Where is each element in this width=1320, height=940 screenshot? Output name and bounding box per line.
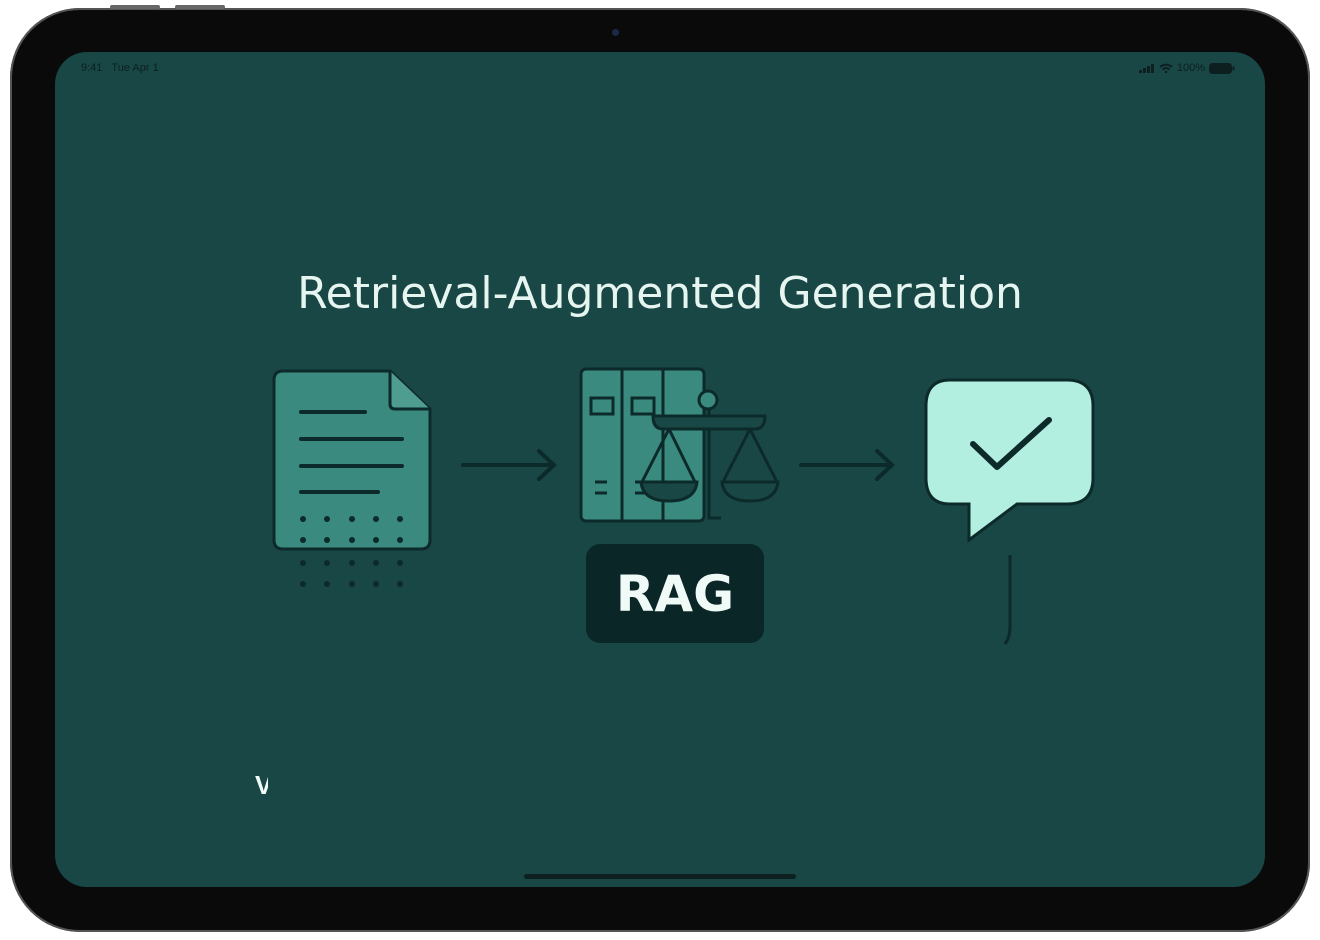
camera <box>612 29 619 36</box>
status-time: 9:41 <box>81 62 103 74</box>
text-fragment: V <box>255 770 268 800</box>
signal-icon <box>1138 63 1154 73</box>
battery-icon <box>1209 62 1235 74</box>
arrow-right-icon <box>799 449 895 481</box>
rag-badge: RAG <box>586 544 764 643</box>
document-icon <box>272 369 432 587</box>
battery-percent: 100% <box>1176 62 1205 74</box>
home-indicator[interactable] <box>524 874 796 879</box>
status-time-date: 9:41 Tue Apr 1 <box>81 62 159 74</box>
slide-title: Retrieval-Augmented Generation <box>297 268 1023 319</box>
volume-button <box>110 5 160 9</box>
volume-button <box>175 5 225 9</box>
status-indicators: 100% <box>1138 62 1235 74</box>
chat-check-icon <box>924 378 1095 645</box>
screen: 9:41 Tue Apr 1 100% Retrieval-Augmented … <box>55 52 1265 887</box>
arrow-right-icon <box>461 449 557 481</box>
wifi-icon <box>1159 63 1173 73</box>
status-date: Tue Apr 1 <box>111 62 159 74</box>
library-scales-icon <box>579 367 780 523</box>
